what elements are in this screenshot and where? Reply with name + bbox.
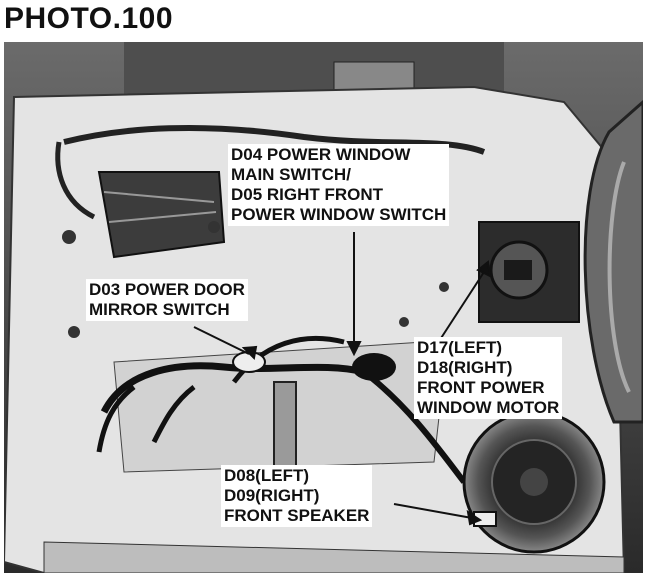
photo-title: PHOTO.100 (4, 2, 174, 35)
mirror-switch-connector (232, 351, 266, 373)
door-panel-photo: D04 POWER WINDOW MAIN SWITCH/ D05 RIGHT … (4, 42, 643, 573)
callout-front-power-window-motor: D17(LEFT) D18(RIGHT) FRONT POWER WINDOW … (414, 337, 563, 419)
callout-power-door-mirror-switch: D03 POWER DOOR MIRROR SWITCH (86, 279, 248, 321)
power-window-switch-connector (352, 353, 396, 381)
steering-wheel (583, 99, 643, 424)
callout-front-speaker: D08(LEFT) D09(RIGHT) FRONT SPEAKER (221, 465, 373, 527)
callout-power-window-main-switch: D04 POWER WINDOW MAIN SWITCH/ D05 RIGHT … (228, 144, 450, 226)
door-panel-illustration (4, 42, 643, 573)
